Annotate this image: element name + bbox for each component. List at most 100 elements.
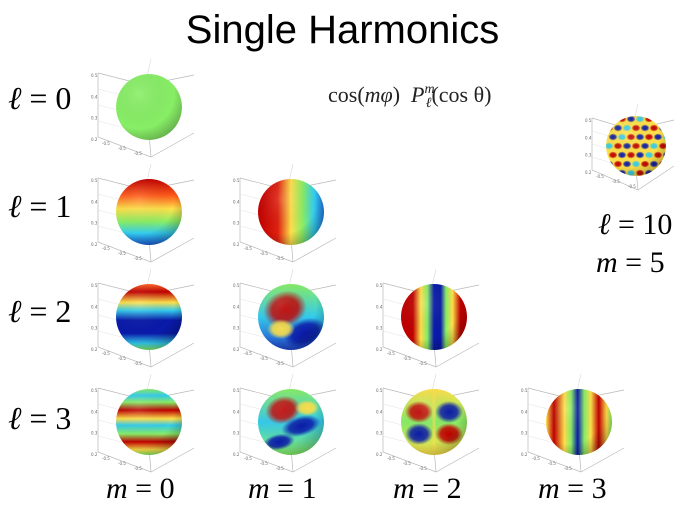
page-title: Single Harmonics: [185, 8, 500, 52]
formula: cos(mφ) Pmℓ(cos θ): [328, 82, 492, 111]
svg-text:0.2: 0.2: [233, 452, 240, 457]
svg-text:-0.5: -0.5: [276, 361, 284, 366]
svg-text:-0.5: -0.5: [564, 466, 572, 471]
svg-text:0.3: 0.3: [91, 431, 98, 436]
svg-text:0.2: 0.2: [91, 242, 98, 247]
svg-text:-0.5: -0.5: [387, 351, 395, 356]
svg-text:0.2: 0.2: [233, 242, 240, 247]
svg-text:-0.5: -0.5: [244, 246, 252, 251]
svg-text:-0.5: -0.5: [134, 256, 142, 261]
sphere-l3-m1: 0.5 0.4 0.3 0.2 -0.5 -0.5 -0.5: [233, 373, 337, 473]
sphere-l3-m0: 0.5 0.4 0.3 0.2 -0.5 -0.5 -0.5: [91, 373, 195, 473]
svg-text:0.3: 0.3: [233, 431, 240, 436]
svg-text:0.3: 0.3: [376, 431, 383, 436]
side-label-l10: ℓ = 10: [598, 208, 673, 241]
svg-text:-0.5: -0.5: [134, 361, 142, 366]
svg-text:0.3: 0.3: [521, 431, 528, 436]
sphere-l2-m2: 0.5 0.4 0.3 0.2 -0.5 -0.5 -0.5: [376, 268, 480, 368]
sphere-l3-m3: 0.5 0.4 0.3 0.2 -0.5 -0.5 -0.5: [521, 373, 625, 473]
sphere-l3-m2: 0.5 0.4 0.3 0.2 -0.5 -0.5 -0.5: [376, 373, 480, 473]
svg-text:-0.5: -0.5: [532, 456, 540, 461]
svg-text:0.4: 0.4: [91, 199, 98, 204]
svg-text:-0.5: -0.5: [628, 184, 636, 189]
side-label-m5: m = 5: [596, 246, 665, 279]
svg-text:0.3: 0.3: [233, 326, 240, 331]
col-label-m0: m = 0: [106, 472, 175, 505]
svg-text:0.2: 0.2: [91, 452, 98, 457]
svg-text:0.3: 0.3: [585, 153, 592, 158]
sphere-l1-m0: 0.5 0.4 0.3 0.2 -0.5 -0.5 -0.5: [91, 163, 195, 263]
col-label-m1: m = 1: [248, 472, 317, 505]
svg-text:0.5: 0.5: [91, 388, 98, 393]
svg-text:-0.5: -0.5: [276, 466, 284, 471]
svg-text:0.5: 0.5: [91, 178, 98, 183]
svg-text:0.2: 0.2: [585, 170, 592, 175]
svg-text:-0.5: -0.5: [419, 361, 427, 366]
row-label-l1: ℓ = 1: [8, 188, 72, 224]
svg-text:0.5: 0.5: [91, 73, 98, 78]
svg-text:-0.5: -0.5: [548, 461, 556, 466]
svg-text:0.5: 0.5: [91, 283, 98, 288]
svg-text:0.3: 0.3: [376, 326, 383, 331]
svg-text:0.2: 0.2: [91, 347, 98, 352]
svg-text:-0.5: -0.5: [118, 251, 126, 256]
sphere-l0-m0-art: 0.5 0.4 0.3 0.2 -0.5 -0.5 -0.5: [91, 58, 195, 158]
svg-text:-0.5: -0.5: [260, 461, 268, 466]
svg-text:-0.5: -0.5: [596, 174, 604, 179]
svg-text:-0.5: -0.5: [134, 151, 142, 156]
svg-text:-0.5: -0.5: [387, 456, 395, 461]
svg-text:0.2: 0.2: [376, 452, 383, 457]
svg-text:0.4: 0.4: [376, 409, 383, 414]
svg-text:-0.5: -0.5: [102, 351, 110, 356]
svg-text:0.5: 0.5: [376, 388, 383, 393]
col-label-m3: m = 3: [538, 472, 607, 505]
svg-text:0.5: 0.5: [233, 388, 240, 393]
svg-text:0.5: 0.5: [233, 178, 240, 183]
svg-text:-0.5: -0.5: [102, 246, 110, 251]
svg-text:-0.5: -0.5: [612, 179, 620, 184]
svg-text:0.2: 0.2: [521, 452, 528, 457]
svg-text:-0.5: -0.5: [244, 351, 252, 356]
row-label-l0: ℓ = 0: [8, 80, 72, 116]
sphere-l2-m0: 0.5 0.4 0.3 0.2 -0.5 -0.5 -0.5: [91, 268, 195, 368]
sphere-l1-m1: 0.50.40.30.2-0.5-0.5-0.5: [233, 163, 337, 263]
svg-text:-0.5: -0.5: [260, 251, 268, 256]
svg-text:-0.5: -0.5: [403, 356, 411, 361]
svg-text:0.2: 0.2: [233, 347, 240, 352]
svg-text:0.3: 0.3: [233, 221, 240, 226]
svg-text:0.4: 0.4: [585, 135, 592, 140]
svg-text:-0.5: -0.5: [276, 256, 284, 261]
svg-text:0.2: 0.2: [91, 137, 98, 142]
svg-text:-0.5: -0.5: [102, 141, 110, 146]
svg-text:-0.5: -0.5: [118, 461, 126, 466]
svg-text:-0.5: -0.5: [244, 456, 252, 461]
svg-text:0.4: 0.4: [233, 409, 240, 414]
row-label-l3: ℓ = 3: [8, 400, 72, 436]
svg-text:0.2: 0.2: [376, 347, 383, 352]
svg-text:-0.5: -0.5: [118, 146, 126, 151]
svg-text:0.5: 0.5: [233, 283, 240, 288]
row-label-l2: ℓ = 2: [8, 293, 72, 329]
svg-text:0.4: 0.4: [376, 304, 383, 309]
svg-text:0.4: 0.4: [521, 409, 528, 414]
svg-text:0.4: 0.4: [233, 304, 240, 309]
svg-text:0.4: 0.4: [91, 409, 98, 414]
svg-text:0.3: 0.3: [91, 116, 98, 121]
svg-text:0.5: 0.5: [521, 388, 528, 393]
sphere-l10-m5: 0.5 0.4 0.3 0.2 -0.5 -0.5 -0.5: [585, 103, 675, 191]
svg-text:-0.5: -0.5: [134, 466, 142, 471]
svg-text:0.5: 0.5: [585, 118, 592, 123]
svg-text:0.4: 0.4: [91, 94, 98, 99]
svg-text:-0.5: -0.5: [260, 356, 268, 361]
sphere-l0-m0: 0.5 0.4 0.3 0.2 -0.5 -0.5 -0.5: [91, 58, 195, 158]
svg-text:0.3: 0.3: [91, 221, 98, 226]
svg-text:-0.5: -0.5: [419, 466, 427, 471]
svg-text:0.4: 0.4: [91, 304, 98, 309]
svg-text:-0.5: -0.5: [102, 456, 110, 461]
svg-text:-0.5: -0.5: [403, 461, 411, 466]
sphere-l2-m1: 0.5 0.4 0.3 0.2 -0.5 -0.5 -0.5: [233, 268, 337, 368]
svg-text:0.5: 0.5: [376, 283, 383, 288]
svg-text:0.3: 0.3: [91, 326, 98, 331]
svg-text:-0.5: -0.5: [118, 356, 126, 361]
col-label-m2: m = 2: [393, 472, 462, 505]
